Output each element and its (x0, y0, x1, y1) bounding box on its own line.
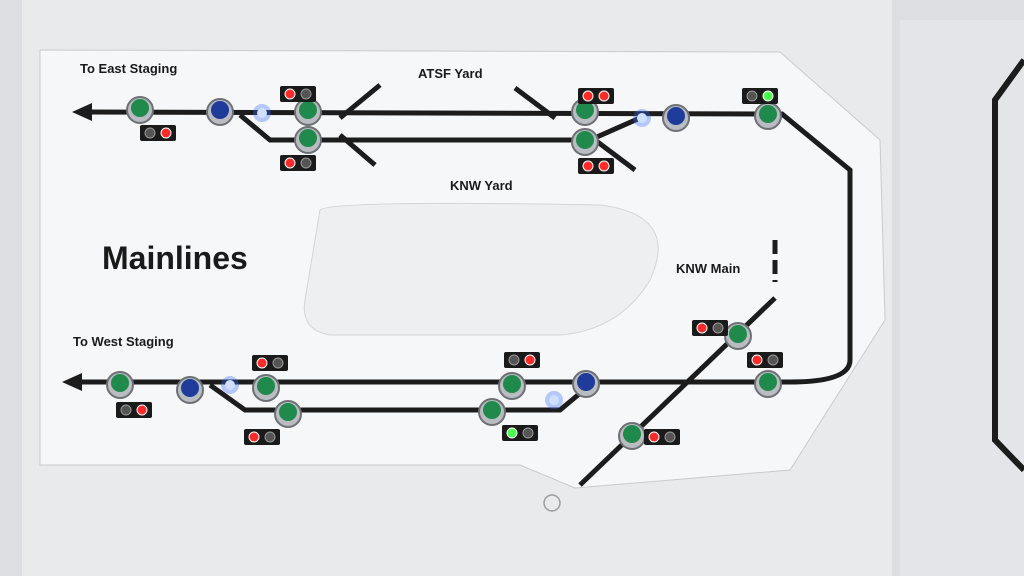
label-mainlines: Mainlines (102, 240, 248, 276)
adjacent-track (992, 58, 1024, 473)
turnout-button-green[interactable] (483, 401, 501, 419)
off-led-icon (300, 157, 312, 169)
turnout-button-green[interactable] (299, 101, 317, 119)
label-west-staging: To West Staging (73, 334, 174, 349)
off-led-icon (120, 404, 132, 416)
red-led-icon (248, 431, 260, 443)
turnout-button-green[interactable] (279, 403, 297, 421)
red-led-icon (598, 90, 610, 102)
yard-cutout (303, 202, 659, 336)
turnout-button-green[interactable] (759, 373, 777, 391)
turnout-button-blue[interactable] (667, 107, 685, 125)
turnout-button-green[interactable] (503, 375, 521, 393)
label-east-staging: To East Staging (80, 61, 178, 76)
red-led-icon (284, 157, 296, 169)
off-led-icon (746, 90, 758, 102)
turnout-button-green[interactable] (576, 101, 594, 119)
blue-led-icon (257, 108, 267, 118)
off-led-icon (300, 88, 312, 100)
turnout-button-green[interactable] (729, 325, 747, 343)
red-led-icon (160, 127, 172, 139)
blue-led-icon (549, 395, 559, 405)
label-atsf-yard: ATSF Yard (418, 66, 483, 81)
off-led-icon (712, 322, 724, 334)
red-led-icon (648, 431, 660, 443)
blue-led-icon (637, 113, 647, 123)
red-led-icon (582, 160, 594, 172)
red-led-icon (582, 90, 594, 102)
off-led-icon (522, 427, 534, 439)
red-led-icon (751, 354, 763, 366)
red-led-icon (598, 160, 610, 172)
turnout-button-green[interactable] (111, 374, 129, 392)
off-led-icon (664, 431, 676, 443)
adjacent-panel (900, 20, 1024, 576)
turnout-button-blue[interactable] (577, 373, 595, 391)
red-led-icon (136, 404, 148, 416)
red-led-icon (284, 88, 296, 100)
off-led-icon (767, 354, 779, 366)
turnout-button-green[interactable] (576, 131, 594, 149)
turnout-button-green[interactable] (257, 377, 275, 395)
red-led-icon (256, 357, 268, 369)
turnout-button-green[interactable] (299, 129, 317, 147)
west-arrow-icon (62, 373, 82, 391)
label-knw-yard: KNW Yard (450, 178, 513, 193)
turnout-button-green[interactable] (131, 99, 149, 117)
off-led-icon (144, 127, 156, 139)
east-arrow-icon (72, 103, 92, 121)
turnout-button-green[interactable] (623, 425, 641, 443)
turnout-button-blue[interactable] (181, 379, 199, 397)
off-led-icon (264, 431, 276, 443)
red-led-icon (524, 354, 536, 366)
off-led-icon (508, 354, 520, 366)
off-led-icon (272, 357, 284, 369)
label-knw-main: KNW Main (676, 261, 741, 276)
mounting-hole (543, 494, 561, 512)
red-led-icon (696, 322, 708, 334)
green-led-icon (762, 90, 774, 102)
turnout-button-blue[interactable] (211, 101, 229, 119)
turnout-button-green[interactable] (759, 105, 777, 123)
green-led-icon (506, 427, 518, 439)
blue-led-icon (225, 380, 235, 390)
